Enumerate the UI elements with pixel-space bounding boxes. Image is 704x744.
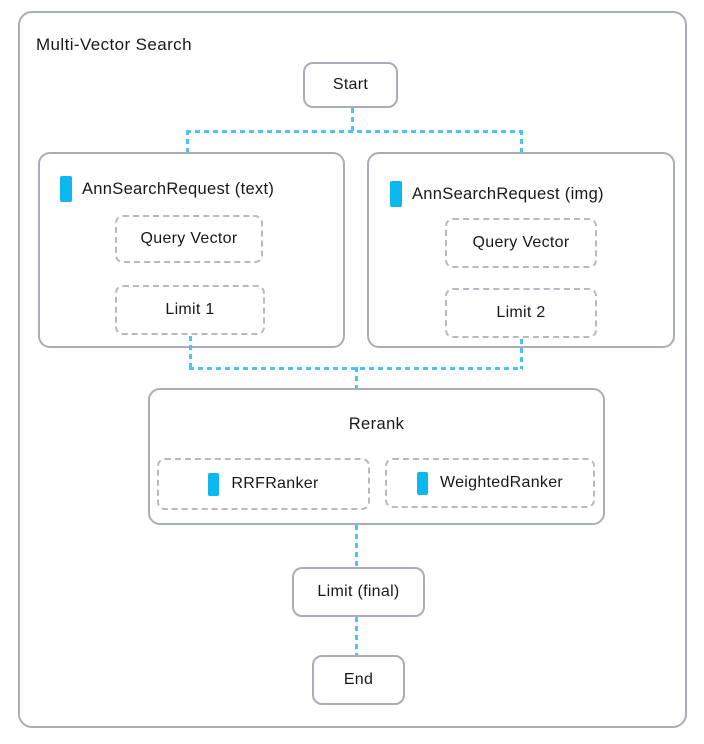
subnode-weighted-ranker: WeightedRanker (385, 458, 595, 508)
edge-to-ann-img (520, 130, 523, 152)
edge-top-split (186, 130, 523, 133)
subnode-limit-2-label: Limit 2 (496, 304, 546, 321)
subnode-rrf-ranker-label: RRFRanker (231, 475, 319, 492)
group-rerank-label: Rerank (348, 415, 405, 433)
group-ann-search-request-text-header: AnnSearchRequest (text) (60, 176, 274, 202)
edge-start-down (351, 108, 354, 131)
subnode-rrf-ranker: RRFRanker (157, 458, 370, 510)
subnode-limit-1-label: Limit 1 (165, 301, 215, 318)
edge-rerank-to-limit-final (355, 525, 358, 567)
subnode-limit-2: Limit 2 (445, 288, 597, 338)
node-end: End (312, 655, 405, 705)
edge-to-ann-text (186, 130, 189, 152)
group-ann-search-request-img-label: AnnSearchRequest (img) (412, 184, 604, 203)
group-ann-search-request-text-label: AnnSearchRequest (text) (82, 179, 275, 198)
node-end-label: End (343, 671, 374, 688)
node-limit-final: Limit (final) (292, 567, 425, 617)
group-ann-search-request-img-header: AnnSearchRequest (img) (390, 181, 604, 207)
node-limit-final-label: Limit (final) (317, 583, 400, 600)
subnode-query-vector-img: Query Vector (445, 218, 597, 268)
subnode-limit-1: Limit 1 (115, 285, 265, 335)
node-start: Start (303, 62, 398, 108)
edge-to-rerank (355, 367, 358, 388)
milvus-bar-icon (60, 176, 72, 202)
milvus-bar-icon (390, 181, 402, 207)
subnode-weighted-ranker-label: WeightedRanker (439, 474, 564, 491)
edge-limit1-out (189, 336, 192, 369)
diagram-title: Multi-Vector Search (36, 35, 192, 54)
edge-limit2-out (520, 339, 523, 369)
subnode-query-vector-text: Query Vector (115, 215, 263, 263)
subnode-query-vector-img-label: Query Vector (472, 234, 570, 251)
milvus-bar-icon (208, 472, 220, 496)
node-start-label: Start (332, 76, 369, 93)
subnode-query-vector-text-label: Query Vector (140, 230, 238, 247)
milvus-bar-icon (416, 471, 428, 495)
edge-limit-final-to-end (355, 617, 358, 655)
